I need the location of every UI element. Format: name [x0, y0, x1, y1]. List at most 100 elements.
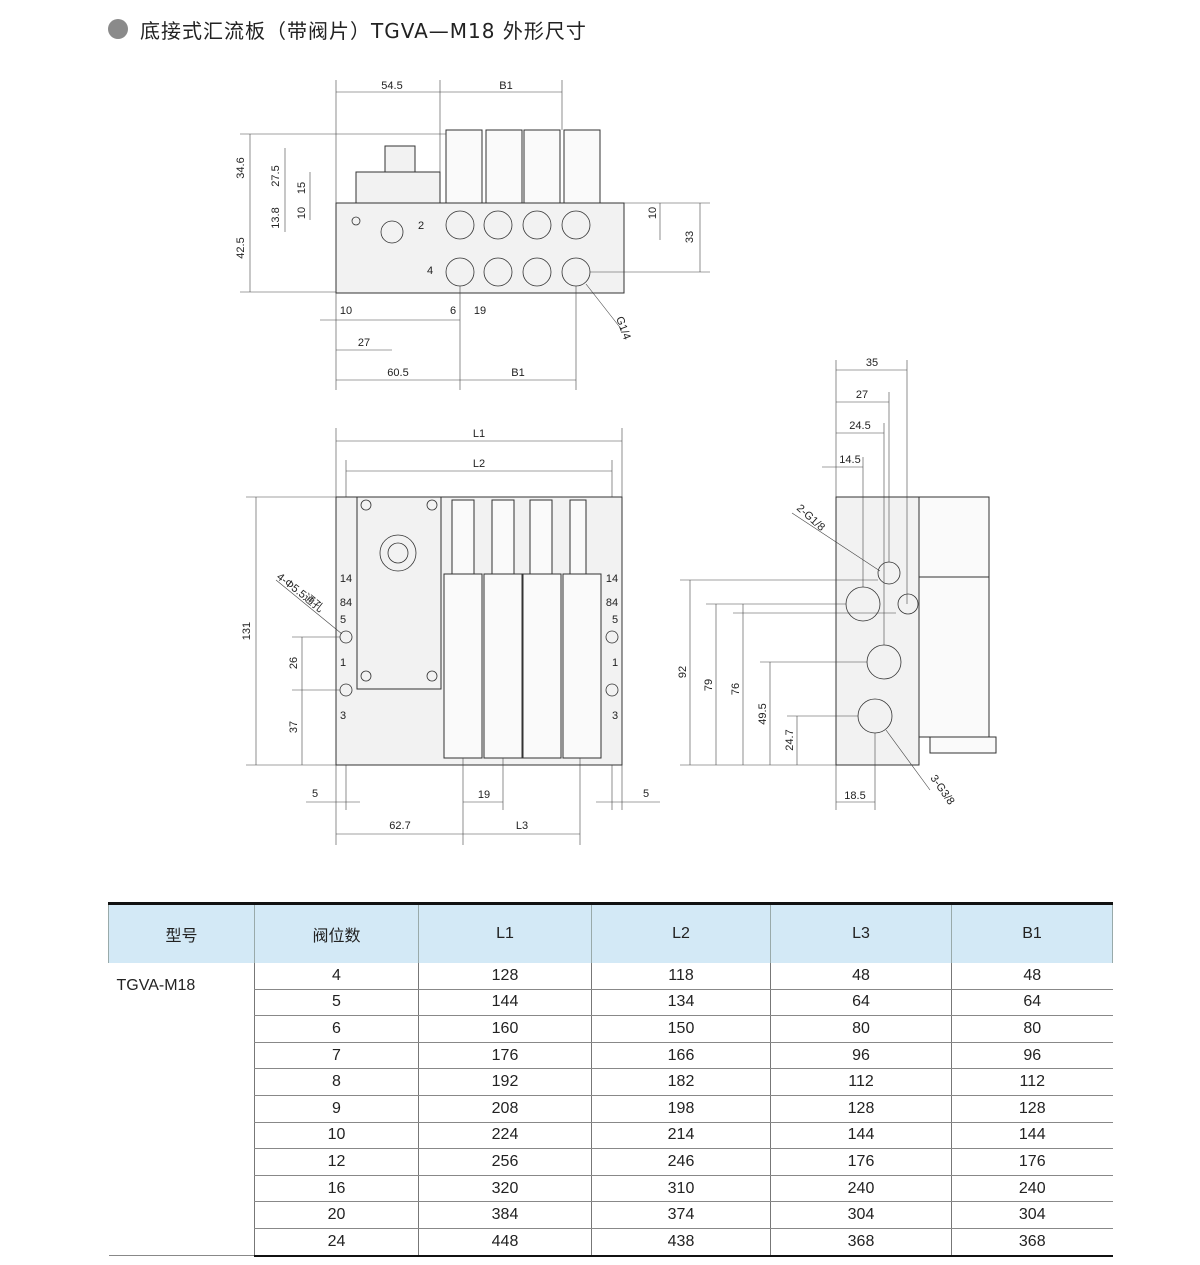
- bullet-icon: [108, 19, 128, 39]
- port-2-4: [561, 210, 591, 240]
- dim-label: 5: [312, 788, 318, 800]
- valve-body-4: [562, 573, 602, 759]
- valve-body-3: [522, 573, 562, 759]
- table-row: 6 160 150 80 80: [109, 1015, 1113, 1043]
- table-cell: 64: [770, 989, 952, 1017]
- port-4-2: [483, 257, 513, 287]
- table-cell: 7: [254, 1042, 419, 1070]
- table-cell: 160: [418, 1015, 592, 1043]
- dim-label: 14.5: [839, 454, 860, 466]
- table-cell: 368: [951, 1228, 1113, 1257]
- column-header-model: 型号: [108, 903, 255, 963]
- table-cell: 48: [951, 963, 1113, 990]
- port-number: 84: [606, 597, 618, 609]
- end-plate-front: [356, 496, 442, 690]
- table-cell: 112: [770, 1068, 952, 1096]
- valve-head-2: [491, 499, 515, 575]
- dim-label: 5: [643, 788, 649, 800]
- table-cell: 256: [418, 1148, 592, 1176]
- table-cell: 448: [418, 1228, 592, 1257]
- valve-side-base: [929, 736, 997, 754]
- table-cell: 198: [591, 1095, 771, 1123]
- table-cell: 310: [591, 1175, 771, 1203]
- dim-label: 35: [866, 357, 878, 369]
- valve-4: [563, 129, 601, 204]
- valve-head-4: [569, 499, 587, 575]
- dim-label: 24.7: [784, 729, 796, 750]
- dim-label: L3: [516, 820, 528, 832]
- valve-side-top: [918, 496, 990, 578]
- table-cell: 240: [951, 1175, 1113, 1203]
- valve-head-3: [529, 499, 553, 575]
- front-view: L1 L2 131 26 37 4-Φ5.5通孔 14 84 5 1 3 14 …: [241, 428, 660, 845]
- table-row: 8 192 182 112 112: [109, 1068, 1113, 1096]
- table-cell: 10: [254, 1122, 419, 1150]
- dim-label: 92: [677, 666, 689, 678]
- table-cell: 192: [418, 1068, 592, 1096]
- dim-label: 54.5: [381, 80, 402, 92]
- port-number: 84: [340, 597, 352, 609]
- table-row: 9 208 198 128 128: [109, 1095, 1113, 1123]
- dim-label: 49.5: [757, 703, 769, 724]
- pilot-port-side: [897, 593, 919, 615]
- dim-label: 15: [296, 182, 308, 194]
- table-cell: 384: [418, 1201, 592, 1229]
- dim-label: 26: [288, 657, 300, 669]
- dim-label: 19: [478, 789, 490, 801]
- table-cell: 9: [254, 1095, 419, 1123]
- inlet-fitting: [384, 145, 416, 173]
- table-row: 16 320 310 240 240: [109, 1175, 1113, 1203]
- table-cell: 6: [254, 1015, 419, 1043]
- table-cell: 176: [770, 1148, 952, 1176]
- column-header-l2: L2: [591, 903, 771, 963]
- valve-3: [523, 129, 561, 204]
- column-header-positions: 阀位数: [254, 903, 419, 963]
- dim-label: B1: [499, 80, 512, 92]
- dim-label: 6: [450, 305, 456, 317]
- hole-label: 4-Φ5.5通孔: [274, 570, 326, 615]
- column-header-l3: L3: [770, 903, 952, 963]
- dim-label: 13.8: [270, 207, 282, 228]
- table-row: 5 144 134 64 64: [109, 989, 1113, 1017]
- thread-label: 2-G1/8: [794, 502, 827, 533]
- page-header: 底接式汇流板（带阀片）TGVA—M18 外形尺寸: [108, 14, 587, 44]
- pilot-port: [351, 216, 361, 226]
- table-cell: 176: [951, 1148, 1113, 1176]
- dim-label: 24.5: [849, 420, 870, 432]
- table-cell: 12: [254, 1148, 419, 1176]
- table-row: 24 448 438 368 368: [109, 1228, 1113, 1257]
- table-cell: 368: [770, 1228, 952, 1257]
- dim-label: 27.5: [270, 165, 282, 186]
- valve-side-body: [918, 576, 990, 738]
- inlet-fitting-front: [379, 534, 417, 572]
- table-cell: 166: [591, 1042, 771, 1070]
- port-number: 14: [340, 573, 352, 585]
- table-cell: 48: [770, 963, 952, 990]
- mount-hole: [605, 683, 619, 697]
- port-number: 1: [340, 657, 346, 669]
- table-cell: 208: [418, 1095, 592, 1123]
- dim-label: 10: [340, 305, 352, 317]
- table-cell: 128: [418, 963, 592, 990]
- table-cell: 374: [591, 1201, 771, 1229]
- thread-label: G1/4: [613, 315, 632, 342]
- table-cell: 246: [591, 1148, 771, 1176]
- table-cell: 150: [591, 1015, 771, 1043]
- table-cell: 144: [770, 1122, 952, 1150]
- dim-label: 37: [288, 721, 300, 733]
- port-number: 5: [340, 614, 346, 626]
- end-plate: [355, 171, 441, 204]
- inlet-port: [380, 220, 404, 244]
- dim-label: 76: [730, 683, 742, 695]
- dimension-drawing: 54.5 B1 34.6 27.5 15 13.8 10 42.5 10 33 …: [235, 80, 997, 845]
- port-number: 3: [340, 710, 346, 722]
- spec-table: 型号 阀位数 L1 L2 L3 B1 TGVA-M18 4 128 118 48…: [108, 902, 1113, 1257]
- table-cell: 128: [770, 1095, 952, 1123]
- dim-label: 19: [474, 305, 486, 317]
- manifold-side: [835, 496, 920, 766]
- table-cell: 214: [591, 1122, 771, 1150]
- dim-label: 62.7: [389, 820, 410, 832]
- mount-hole: [605, 630, 619, 644]
- table-row: 12 256 246 176 176: [109, 1148, 1113, 1176]
- port-label: 4: [427, 265, 433, 277]
